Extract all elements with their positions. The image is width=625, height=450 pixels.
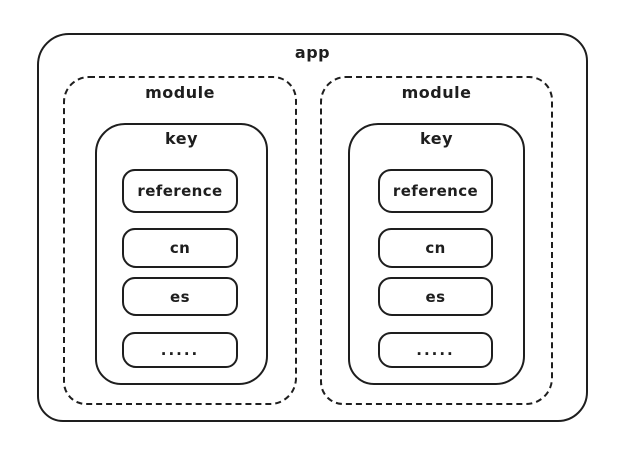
- module-box-right: module key reference cn es .....: [320, 76, 553, 405]
- module-left-label: module: [145, 83, 215, 102]
- item-box-es: es: [122, 277, 238, 316]
- item-box-cn: cn: [122, 228, 238, 268]
- key-box-left: key reference cn es .....: [95, 123, 268, 385]
- module-right-label: module: [401, 83, 472, 102]
- item-box-cn: cn: [378, 228, 493, 268]
- item-box-reference: reference: [122, 169, 238, 213]
- key-left-label: key: [165, 129, 198, 148]
- app-container-box: app module key reference cn es ..... mod…: [37, 33, 588, 422]
- key-right-label: key: [420, 129, 453, 148]
- app-label: app: [294, 43, 331, 62]
- item-box-ellipsis: .....: [378, 332, 493, 368]
- key-box-right: key reference cn es .....: [348, 123, 525, 385]
- item-box-ellipsis: .....: [122, 332, 238, 368]
- module-box-left: module key reference cn es .....: [63, 76, 297, 405]
- item-box-es: es: [378, 277, 493, 316]
- item-box-reference: reference: [378, 169, 493, 213]
